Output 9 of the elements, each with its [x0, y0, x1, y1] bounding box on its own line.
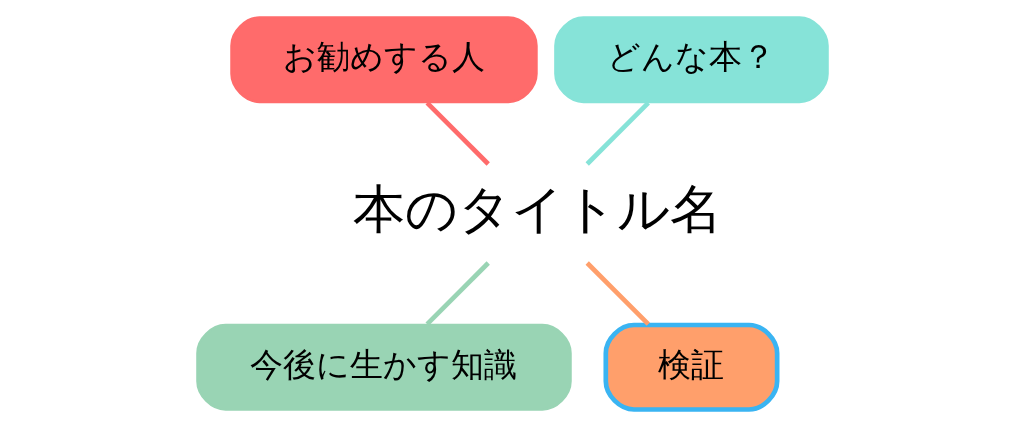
node-box: お勧めする人 [229, 16, 538, 104]
node-box: どんな本？ [553, 16, 829, 104]
node-box: 今後に生かす知識 [195, 323, 572, 411]
node-box: 検証 [602, 322, 779, 412]
connector [585, 261, 650, 326]
node-text: 本のタイトル名 [352, 180, 722, 238]
connector [585, 101, 650, 166]
connector [425, 101, 490, 166]
connector [425, 261, 490, 326]
